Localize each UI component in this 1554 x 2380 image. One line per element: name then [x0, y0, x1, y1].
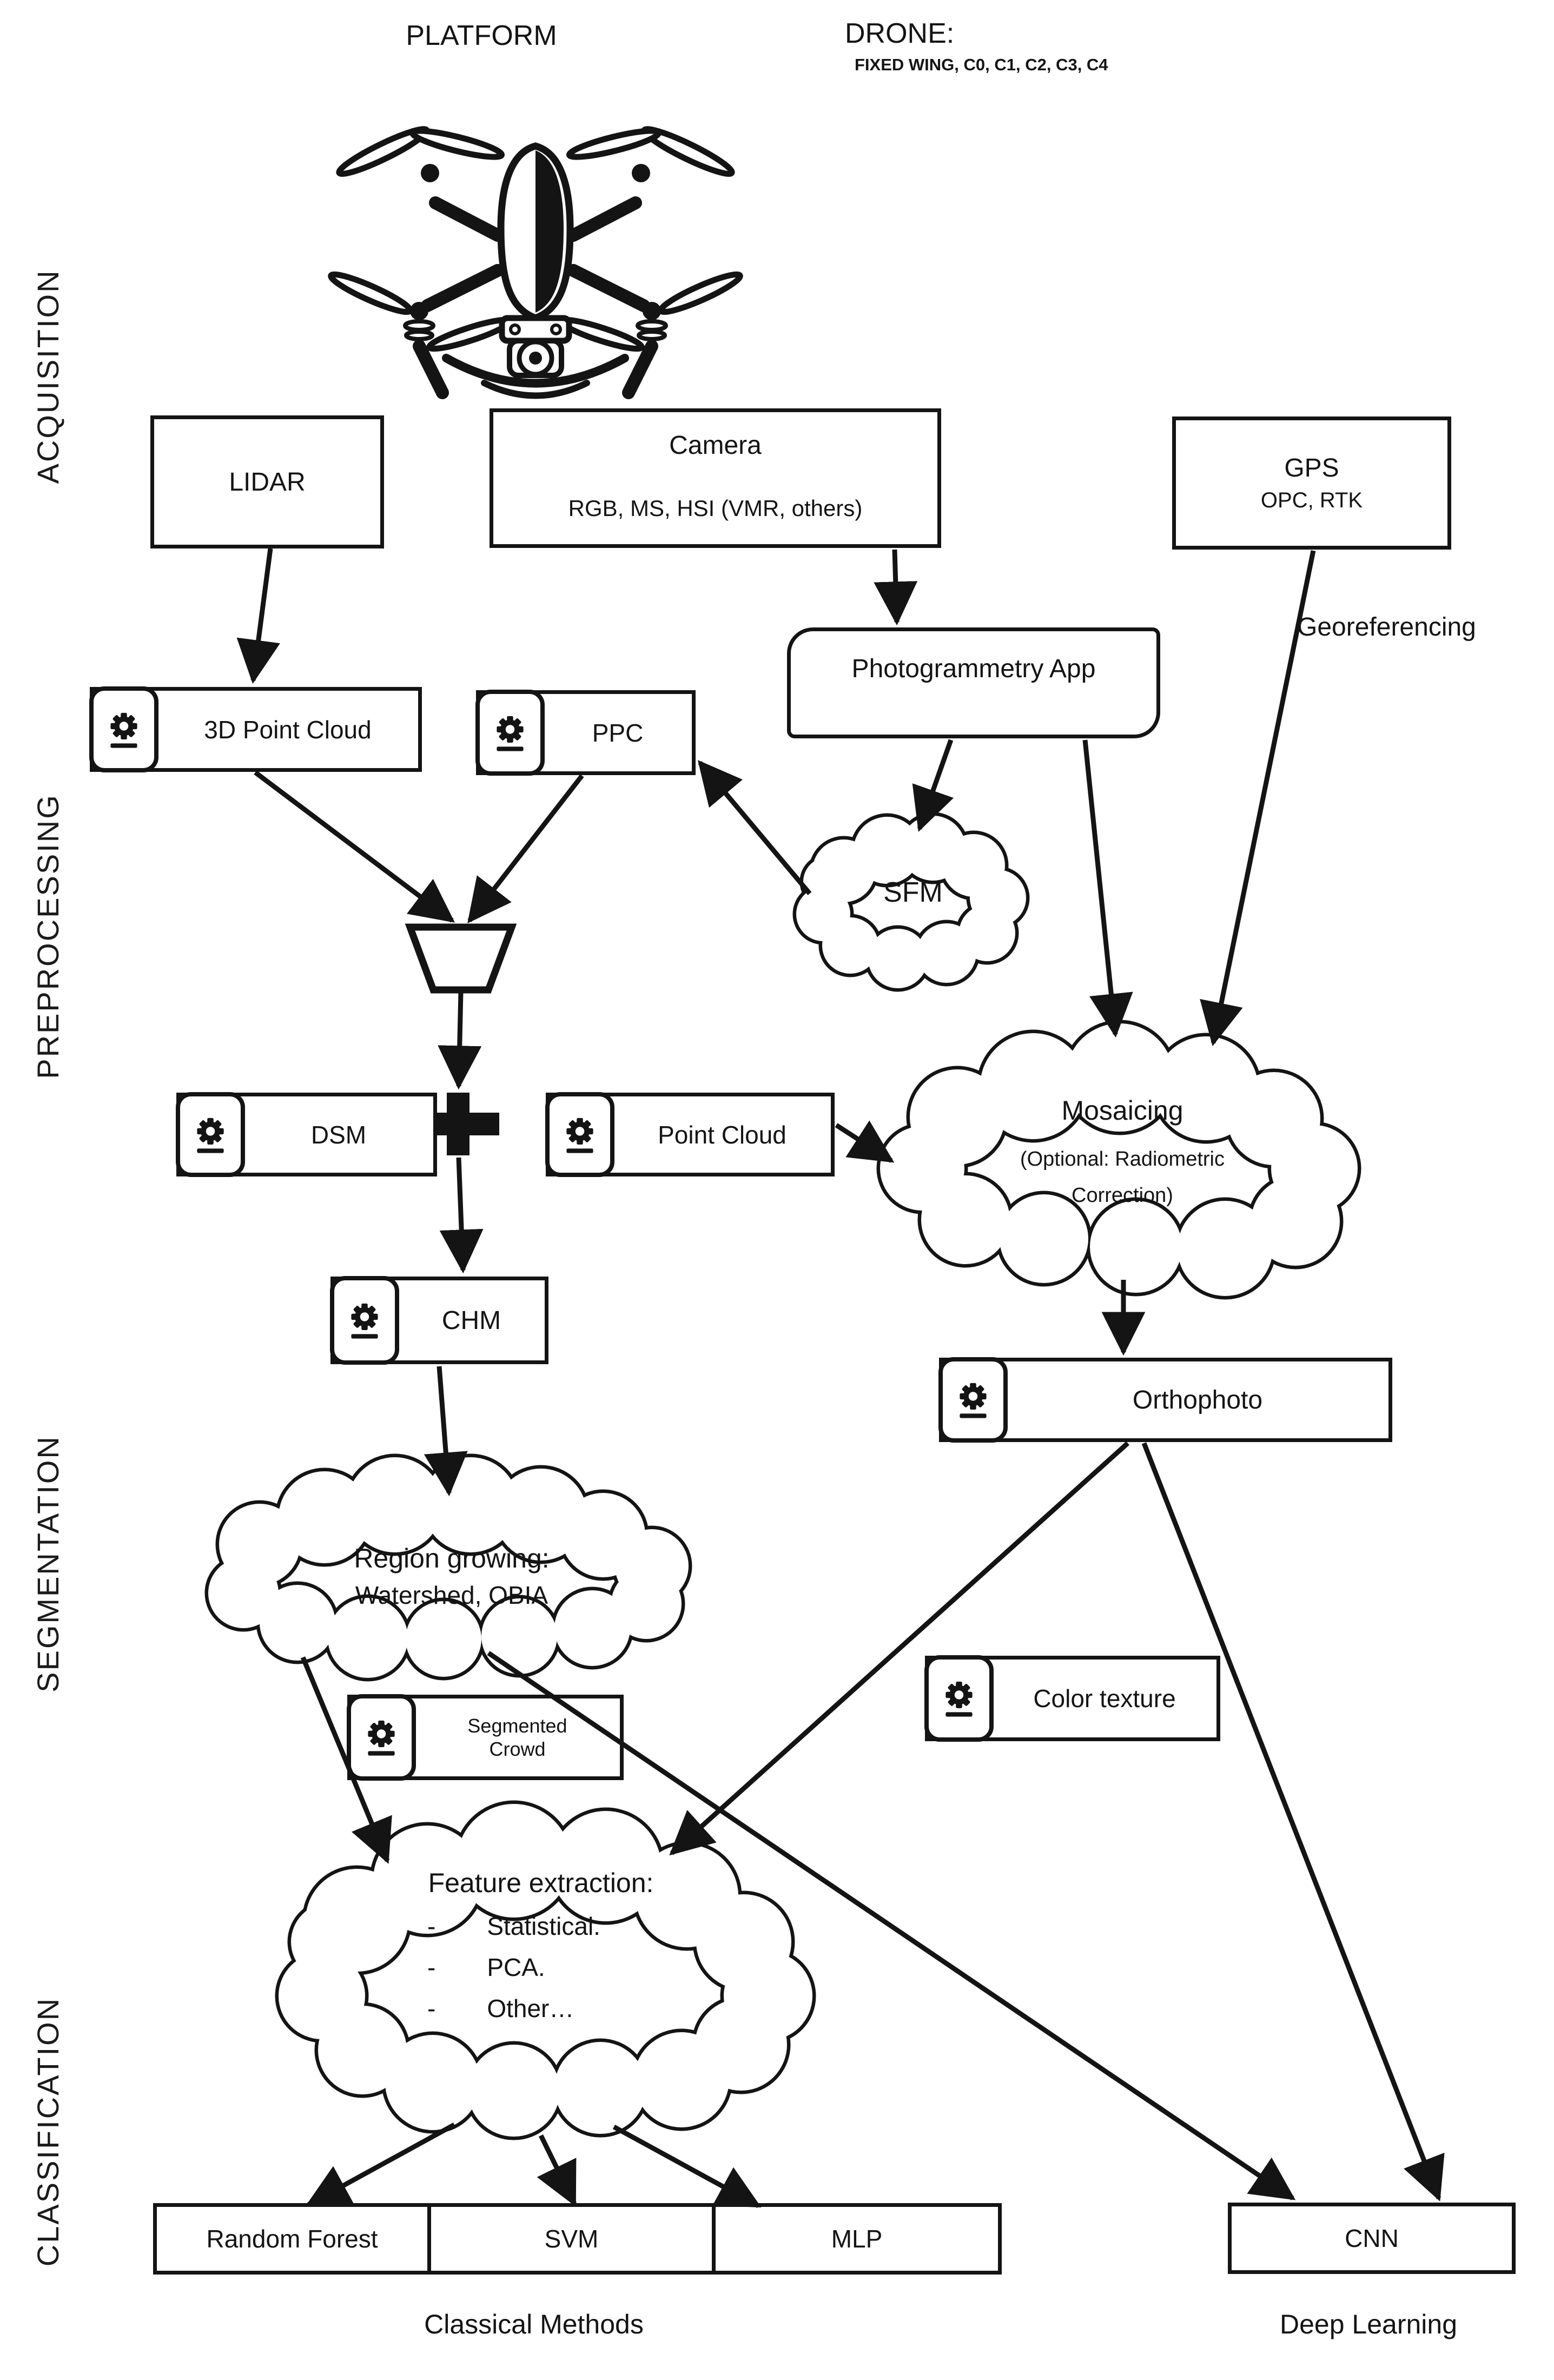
gps-title: GPS: [1284, 454, 1339, 482]
region-growing-text: Region growing: Watershed, OBIA: [262, 1543, 641, 1610]
mosaicing-title: Mosaicing: [1061, 1095, 1183, 1126]
color-texture-label: Color texture: [1033, 1684, 1176, 1713]
gear-icon: [545, 1092, 614, 1177]
node-ppc: PPC: [475, 690, 696, 776]
node-photogrammetry-app: Photogrammetry App: [787, 627, 1160, 738]
node-orthophoto: Orthophoto: [938, 1357, 1392, 1443]
chm-label: CHM: [441, 1306, 501, 1335]
gear-icon: [89, 686, 158, 772]
platform-label: PLATFORM: [406, 20, 557, 51]
feature-item-pca: PCA.: [487, 1953, 545, 1981]
feature-item: Statistical.: [427, 1912, 736, 1941]
camera-title: Camera: [669, 431, 762, 460]
node-mlp: MLP: [712, 2203, 1002, 2275]
mosaicing-note-2: Correction): [1072, 1184, 1173, 1207]
funnel-icon: [405, 923, 517, 994]
node-camera: Camera RGB, MS, HSI (VMR, others): [490, 408, 941, 548]
feature-extraction-text: Feature extraction: Statistical. PCA. Ot…: [346, 1867, 736, 2023]
node-color-texture: Color texture: [924, 1655, 1220, 1742]
feature-item: Other…: [427, 1994, 736, 2023]
gear-icon: [938, 1357, 1008, 1443]
cnn-label: CNN: [1345, 2224, 1399, 2252]
camera-subtitle: RGB, MS, HSI (VMR, others): [568, 495, 863, 521]
node-3d-point-cloud: 3D Point Cloud: [89, 686, 422, 772]
dsm-label: DSM: [310, 1120, 367, 1149]
feature-item: PCA.: [427, 1953, 736, 1982]
georeferencing-label: Georeferencing: [1297, 613, 1476, 642]
random-forest-label: Random Forest: [206, 2225, 378, 2253]
node-gps: GPS OPC, RTK: [1172, 416, 1451, 550]
gps-subtitle: OPC, RTK: [1260, 488, 1363, 512]
3d-point-cloud-label: 3D Point Cloud: [204, 715, 372, 744]
drone-sublabel: FIXED WING, C0, C1, C2, C3, C4: [855, 55, 1108, 74]
stage-label-acquisition: ACQUISITION: [31, 269, 65, 484]
segmented-crowd-line1: Segmented: [467, 1714, 567, 1737]
region-growing-cloud: [204, 1453, 692, 1682]
mlp-label: MLP: [831, 2225, 883, 2253]
gear-icon: [176, 1092, 245, 1177]
deep-learning-label: Deep Learning: [1279, 2309, 1458, 2339]
feature-item-statistical: Statistical.: [487, 1912, 600, 1940]
region-growing-subtitle: Watershed, OBIA: [355, 1581, 548, 1609]
segmented-crowd-line2: Crowd: [489, 1738, 546, 1760]
node-random-forest: Random Forest: [153, 2203, 431, 2275]
quadcopter-drone-icon: [328, 126, 743, 399]
node-segmented-crowd: Segmented Crowd: [347, 1694, 624, 1781]
feature-extraction-title: Feature extraction:: [428, 1868, 654, 1898]
sfm-cloud: [792, 812, 1030, 992]
gear-icon: [330, 1276, 399, 1365]
node-point-cloud: Point Cloud: [545, 1092, 835, 1177]
mosaicing-cloud: [876, 1020, 1361, 1300]
node-cnn: CNN: [1228, 2203, 1516, 2274]
point-cloud-label: Point Cloud: [658, 1120, 786, 1149]
stage-label-segmentation: SEGMENTATION: [31, 1435, 65, 1693]
node-dsm: DSM: [176, 1092, 437, 1177]
mosaicing-note-1: (Optional: Radiometric: [1020, 1148, 1225, 1171]
feature-item-other: Other…: [487, 1994, 574, 2022]
photogrammetry-app-label: Photogrammetry App: [851, 654, 1096, 683]
drone-label: DRONE:: [845, 18, 955, 49]
svm-label: SVM: [544, 2225, 599, 2253]
mosaicing-text: Mosaicing (Optional: Radiometric Correct…: [957, 1095, 1287, 1213]
stage-label-classification: CLASSIFICATION: [31, 1996, 65, 2267]
classical-methods-label: Classical Methods: [424, 2309, 644, 2339]
node-svm: SVM: [427, 2203, 716, 2275]
region-growing-title: Region growing:: [354, 1543, 550, 1574]
gear-icon: [347, 1694, 416, 1781]
node-lidar: LIDAR: [150, 415, 384, 548]
sfm-label: SFM: [883, 877, 943, 908]
node-chm: CHM: [330, 1276, 548, 1365]
stage-label-preprocessing: PREPROCESSING: [31, 794, 65, 1079]
gear-icon: [475, 690, 545, 776]
lidar-label: LIDAR: [229, 467, 306, 497]
ppc-label: PPC: [592, 718, 644, 747]
gear-icon: [924, 1655, 994, 1742]
orthophoto-label: Orthophoto: [1132, 1385, 1263, 1414]
